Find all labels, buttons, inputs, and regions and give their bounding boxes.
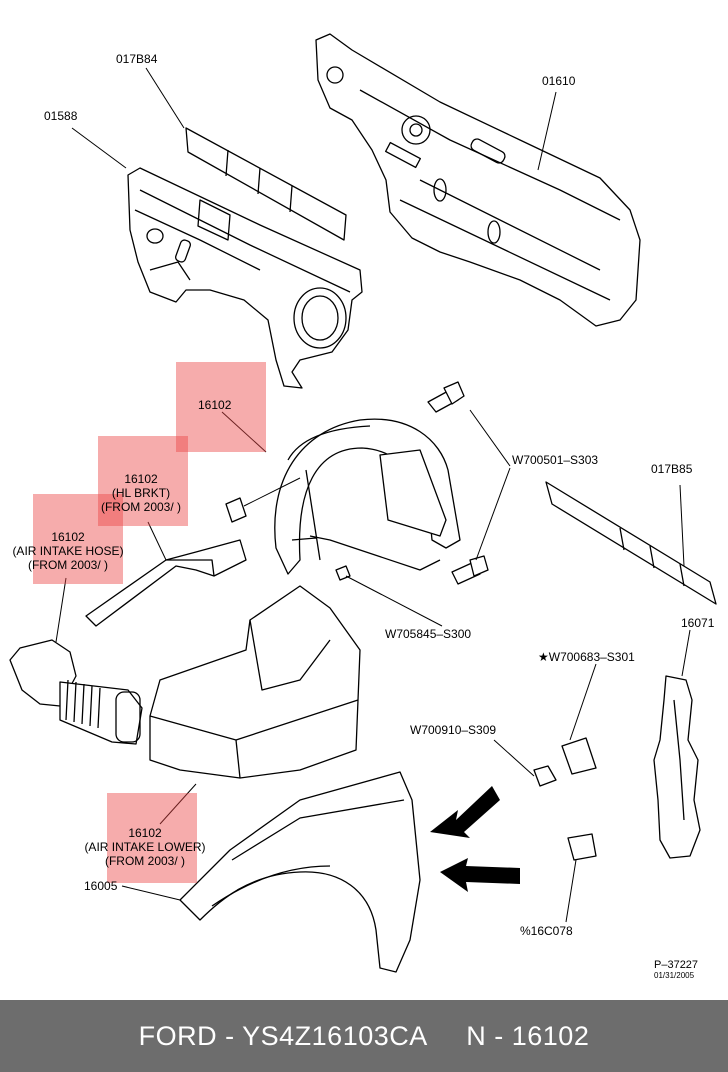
footer-bar: FORD - YS4Z16103CA N - 16102 <box>0 1000 728 1072</box>
direction-arrows <box>430 786 520 892</box>
label-line: (AIR INTAKE HOSE) <box>12 544 124 558</box>
leader-lines <box>55 67 691 923</box>
part-w700501-bolts <box>427 381 489 585</box>
part-017b84-insulator-strip <box>185 127 347 241</box>
label-line: 16102 <box>124 472 158 486</box>
label-w700683: ★W700683–S301 <box>538 650 635 664</box>
label-line: (AIR INTAKE LOWER) <box>84 840 206 854</box>
label-w700501: W700501–S303 <box>512 453 599 467</box>
part-16071-bracket <box>653 675 701 859</box>
label-w700910: W700910–S309 <box>410 723 497 737</box>
footer-part-number: FORD - YS4Z16103CA N - 16102 <box>138 1020 590 1051</box>
label-line: (FROM 2003/ ) <box>104 854 185 868</box>
part-017b85-insulator-strip <box>545 481 717 605</box>
part-01610-dash-panel <box>315 33 641 327</box>
label-w705845: W705845–S300 <box>385 627 472 641</box>
label-017b84: 017B84 <box>116 52 158 66</box>
label-line: 16102 <box>51 530 85 544</box>
part-16102-hl-bracket <box>85 539 247 627</box>
label-16102-air-intake-lower: 16102 (AIR INTAKE LOWER) (FROM 2003/ ) <box>72 826 218 868</box>
label-01610: 01610 <box>542 74 576 88</box>
label-16102-hl-bracket: 16102 (HL BRKT) (FROM 2003/ ) <box>86 472 196 514</box>
label-16071: 16071 <box>681 616 715 630</box>
label-01588: 01588 <box>44 109 78 123</box>
part-16102-wheelhouse-liner <box>274 418 461 575</box>
highlight-16102-air-intake-hose <box>33 494 123 584</box>
highlight-16102-air-intake-lower <box>107 793 197 883</box>
part-16102-air-intake-hose <box>9 639 143 745</box>
label-16102-liner: 16102 <box>198 398 232 412</box>
label-line: (FROM 2003/ ) <box>27 558 108 572</box>
label-16005: 16005 <box>84 879 118 893</box>
label-16c078: %16C078 <box>520 924 573 938</box>
reference-date: 01/31/2005 <box>654 971 695 980</box>
label-16102-air-intake-hose: 16102 (AIR INTAKE HOSE) (FROM 2003/ ) <box>6 530 130 572</box>
label-017b85: 017B85 <box>651 462 693 476</box>
reference-code: P–37227 <box>654 959 699 971</box>
part-16005-fender <box>179 771 421 973</box>
part-01588-dash-insulator <box>127 167 363 389</box>
parts-diagram <box>9 33 717 973</box>
part-16102-air-intake-lower <box>149 585 361 779</box>
highlight-16102-liner <box>176 362 266 452</box>
label-line: 16102 <box>128 826 162 840</box>
highlight-16102-hl-bracket <box>98 436 188 526</box>
label-line: (FROM 2003/ ) <box>100 500 181 514</box>
label-line: (HL BRKT) <box>111 486 171 500</box>
